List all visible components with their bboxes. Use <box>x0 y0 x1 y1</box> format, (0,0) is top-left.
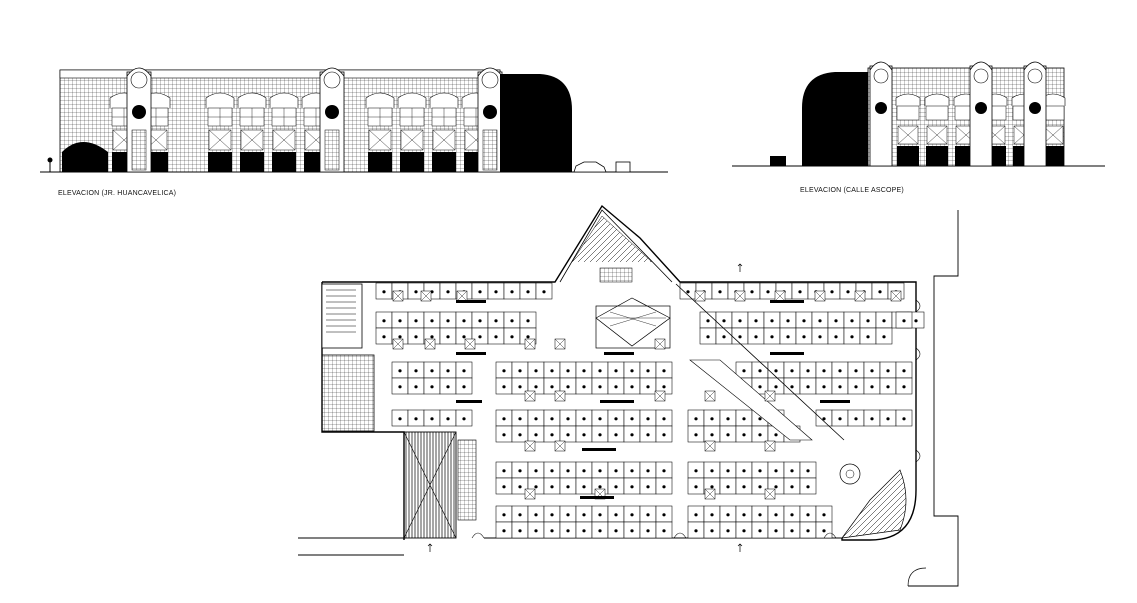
round-window <box>973 68 989 84</box>
arch <box>397 92 427 108</box>
round-window <box>975 102 987 114</box>
round-window <box>1027 68 1043 84</box>
arch <box>429 92 459 108</box>
window <box>925 105 949 121</box>
label-bar <box>770 352 804 355</box>
round-window <box>481 71 499 89</box>
label-bar <box>604 352 634 355</box>
elevation-huancavelica <box>40 67 668 173</box>
arch <box>269 92 299 108</box>
cornice <box>59 69 501 79</box>
label-bar <box>600 400 634 403</box>
arch <box>365 92 395 108</box>
spiral-stair <box>839 463 861 485</box>
round-window <box>1029 102 1041 114</box>
diagonal-corridor <box>675 283 845 441</box>
door-swing <box>673 532 687 539</box>
round-window <box>873 68 889 84</box>
site-line <box>298 537 406 556</box>
label-bar <box>580 496 614 499</box>
arch <box>205 92 235 108</box>
shopfront <box>368 152 392 172</box>
car <box>615 161 631 173</box>
elevation-ascope <box>732 61 1105 167</box>
shopfront <box>272 152 296 172</box>
dark-block <box>500 74 572 172</box>
shopfront <box>240 152 264 172</box>
floor-plan <box>298 204 959 587</box>
shopfront <box>897 146 919 166</box>
shopfront <box>400 152 424 172</box>
dark-block <box>802 72 868 166</box>
caption-left-elevation: ELEVACION (JR. HUANCAVELICA) <box>58 190 177 197</box>
door-swing <box>915 347 921 361</box>
label-bar <box>456 300 486 303</box>
arrow-marker <box>427 543 433 552</box>
person-figure <box>47 157 53 172</box>
window <box>896 105 920 121</box>
label-bar <box>820 400 850 403</box>
tower-dome <box>969 61 993 71</box>
service-block <box>321 354 375 432</box>
shopfront <box>208 152 232 172</box>
round-window <box>875 102 887 114</box>
arrow-marker <box>737 543 743 552</box>
shopfront <box>432 152 456 172</box>
atrium-roof <box>559 209 673 283</box>
label-bar <box>456 352 486 355</box>
round-window <box>325 105 339 119</box>
label-bar <box>582 448 616 451</box>
label-bar <box>456 400 482 403</box>
entrance-arch <box>62 142 108 172</box>
round-window <box>130 71 148 89</box>
round-window <box>132 105 146 119</box>
door-swing <box>471 532 485 539</box>
corner-stair <box>841 469 907 539</box>
caption-right-elevation: ELEVACION (CALLE ASCOPE) <box>800 187 904 194</box>
car <box>770 156 786 166</box>
stair <box>457 439 477 521</box>
street-edge <box>908 210 959 587</box>
arrow-marker <box>737 263 743 272</box>
arch <box>895 93 921 106</box>
arch <box>237 92 267 108</box>
car <box>573 161 607 173</box>
corner-curve <box>907 567 927 587</box>
building-outline <box>322 204 917 541</box>
label-bar <box>770 300 804 303</box>
door-swing <box>915 299 921 313</box>
tower-dome <box>1023 61 1047 71</box>
round-window <box>323 71 341 89</box>
shopfront <box>926 146 948 166</box>
tower-dome <box>869 61 893 71</box>
stair <box>599 267 633 283</box>
door-swing <box>823 532 837 539</box>
shopfront <box>1042 146 1064 166</box>
round-window <box>483 105 497 119</box>
stair-core <box>321 283 363 349</box>
door-swing <box>915 449 921 463</box>
arch <box>924 93 950 106</box>
